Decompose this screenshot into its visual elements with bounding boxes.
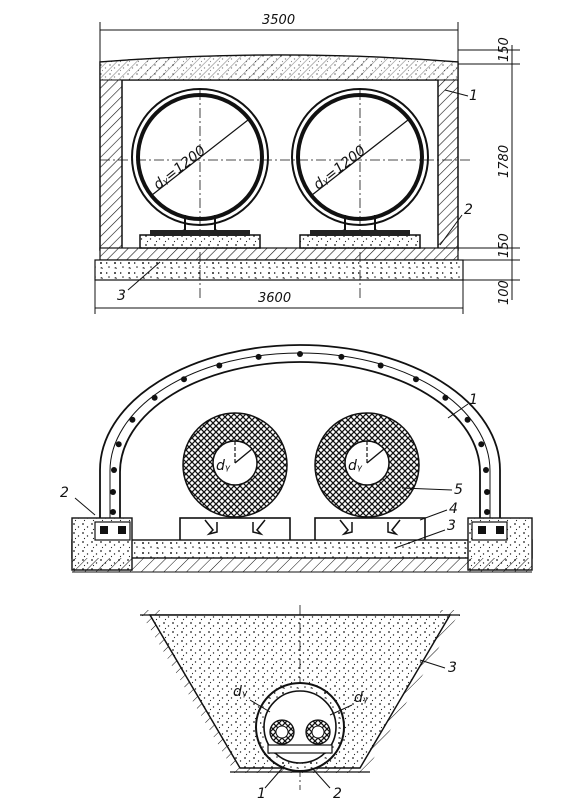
rebar-dot: [464, 416, 471, 423]
callout3-2: 2: [333, 786, 342, 802]
rebar-dot: [377, 362, 384, 369]
right-slope-hatch: [360, 615, 458, 768]
callout2-1: 1: [469, 392, 478, 408]
left-ground-hatch: [140, 610, 160, 616]
figure3-leaders: [249, 659, 446, 789]
top-width-label: 3500: [262, 13, 295, 28]
ground-hatch: [72, 558, 532, 572]
arch-rebar-dots: [110, 351, 490, 515]
callout-2: 2: [464, 202, 473, 218]
rebar-dot: [110, 509, 116, 515]
callout2-3: 3: [447, 518, 456, 534]
rebar-dot: [442, 394, 449, 401]
rebar-dot: [484, 509, 490, 515]
rebar-dot: [151, 394, 158, 401]
rebar-dot: [484, 489, 490, 495]
right-ground-hatch: [440, 610, 460, 616]
pipe2-left-diameter-label: dᵧ: [216, 458, 231, 474]
rebar-dot: [255, 353, 262, 360]
pipe-right: [291, 88, 429, 249]
rebar-dot: [111, 467, 117, 473]
rebar-dot: [129, 416, 136, 423]
bottom-width-dimension: [94, 280, 464, 314]
channel-walls: [99, 54, 459, 251]
rebar-dot: [181, 376, 187, 383]
figure-2-arched-channel: dᵧ dᵧ: [60, 344, 533, 573]
rebar-dot: [216, 362, 223, 369]
pipe3-right-diameter-label: dᵧ: [354, 690, 369, 706]
base-layer: [94, 259, 464, 281]
floor-dimension-label: 150: [497, 233, 512, 258]
insulated-pipe-right: [314, 412, 420, 518]
floor-slab: [99, 247, 459, 261]
rebar-dot: [478, 441, 485, 448]
callout2-2: 2: [60, 485, 69, 501]
rebar-dot: [413, 376, 419, 383]
callout2-4: 4: [449, 501, 458, 517]
pipe2-right-diameter-label: dᵧ: [348, 458, 363, 474]
callout3-1: 1: [257, 786, 266, 802]
figure-3-trench-section: dᵧ dᵧ 1 2 3: [140, 605, 460, 802]
base-dimension-label: 100: [497, 280, 512, 305]
figure-1-rectangular-channel: 3500 dᵧ=1200: [94, 13, 520, 314]
rebar-dot: [297, 351, 303, 357]
pipe3-left-diameter-label: dᵧ: [233, 684, 248, 700]
bottom-width-label: 3600: [258, 291, 291, 306]
vertical-dimension-chain: [458, 45, 520, 300]
left-slope-hatch: [142, 615, 240, 768]
roof-dimension-label: 150: [497, 37, 512, 62]
small-pipes: [267, 719, 333, 754]
rebar-dot: [483, 467, 489, 473]
rebar-dot: [338, 353, 345, 360]
base-slab: [71, 539, 533, 559]
rebar-dot: [110, 489, 116, 495]
figure2-leaders: [74, 403, 469, 549]
rebar-dot: [115, 441, 122, 448]
callout3-3: 3: [448, 660, 457, 676]
insulated-pipe-left: [182, 412, 288, 518]
centerlines: [100, 90, 470, 300]
figure1-leaders: [127, 89, 469, 291]
callout-3: 3: [117, 288, 126, 304]
arch-shell: [99, 344, 501, 531]
pipe-left: [131, 88, 269, 249]
top-width-dimension: [99, 22, 459, 62]
pipe-supports: [179, 517, 426, 543]
callout-1: 1: [469, 88, 478, 104]
callout2-5: 5: [454, 482, 463, 498]
height-dimension-label: 1780: [497, 145, 512, 178]
